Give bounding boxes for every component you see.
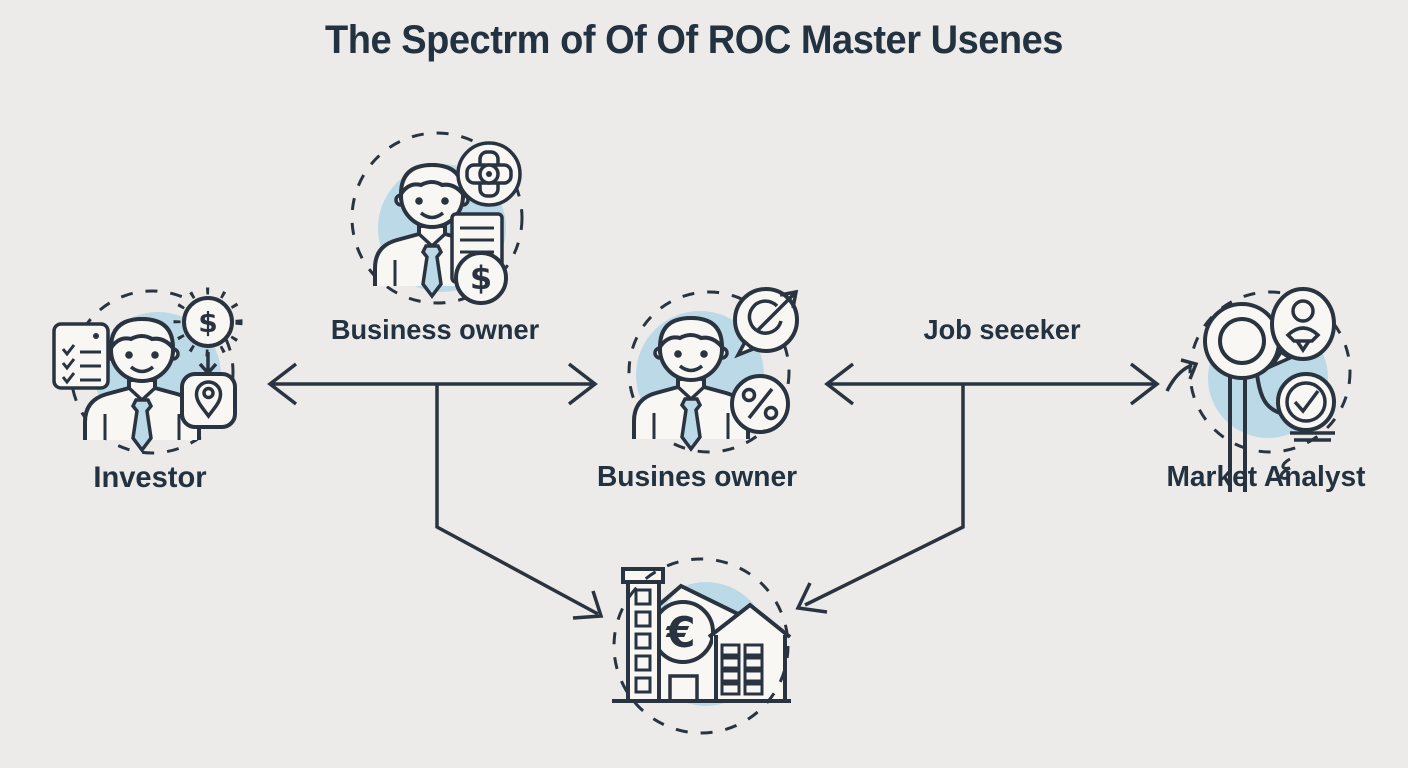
plus-badge-icon	[456, 141, 522, 207]
label-investor: Investor	[93, 461, 207, 494]
euro-coin-icon: €	[651, 600, 715, 664]
arrow-left-to-building	[435, 384, 604, 620]
node-business-owner-center	[627, 287, 799, 454]
dollar-coin-icon: $	[454, 251, 508, 305]
label-market-analyst: Market Analyst	[1166, 461, 1366, 493]
door	[668, 674, 699, 703]
checklist-icon	[52, 322, 110, 390]
right-house	[707, 602, 792, 701]
arrow-investor-business	[267, 362, 598, 406]
dashed-circle	[1188, 290, 1352, 454]
dashed-circle	[350, 131, 524, 305]
label-business-owner-top: Business owner	[330, 314, 540, 345]
tower	[621, 567, 665, 703]
check-badge-icon	[1276, 372, 1336, 442]
node-property-building: €	[612, 557, 792, 735]
label-business-owner-center: Busines owner	[596, 461, 798, 493]
growth-arrow-bubble-icon	[733, 287, 799, 359]
arrow-business-analyst	[824, 362, 1160, 406]
svg-text:€: €	[665, 608, 695, 657]
svg-text:$: $	[198, 306, 217, 339]
dashed-circle	[612, 557, 790, 735]
node-market-analyst	[1188, 287, 1352, 492]
label-job-seeker: Job seeeker	[923, 314, 1081, 345]
node-business-owner-top: $	[350, 131, 524, 305]
svg-text:$: $	[470, 259, 492, 297]
node-investor: $	[52, 287, 243, 455]
location-pin-badge-icon	[180, 372, 237, 429]
building-house-icon: €	[612, 567, 792, 703]
magnifier-loop-icon	[1203, 302, 1291, 492]
speech-bubble-person-icon	[1267, 287, 1336, 370]
percent-badge-icon	[730, 374, 790, 434]
dashed-circle	[627, 290, 791, 454]
page-title: The Spectrm of Of Of ROC Master Usenes	[325, 18, 1063, 62]
arrow-right-to-building	[795, 384, 965, 614]
